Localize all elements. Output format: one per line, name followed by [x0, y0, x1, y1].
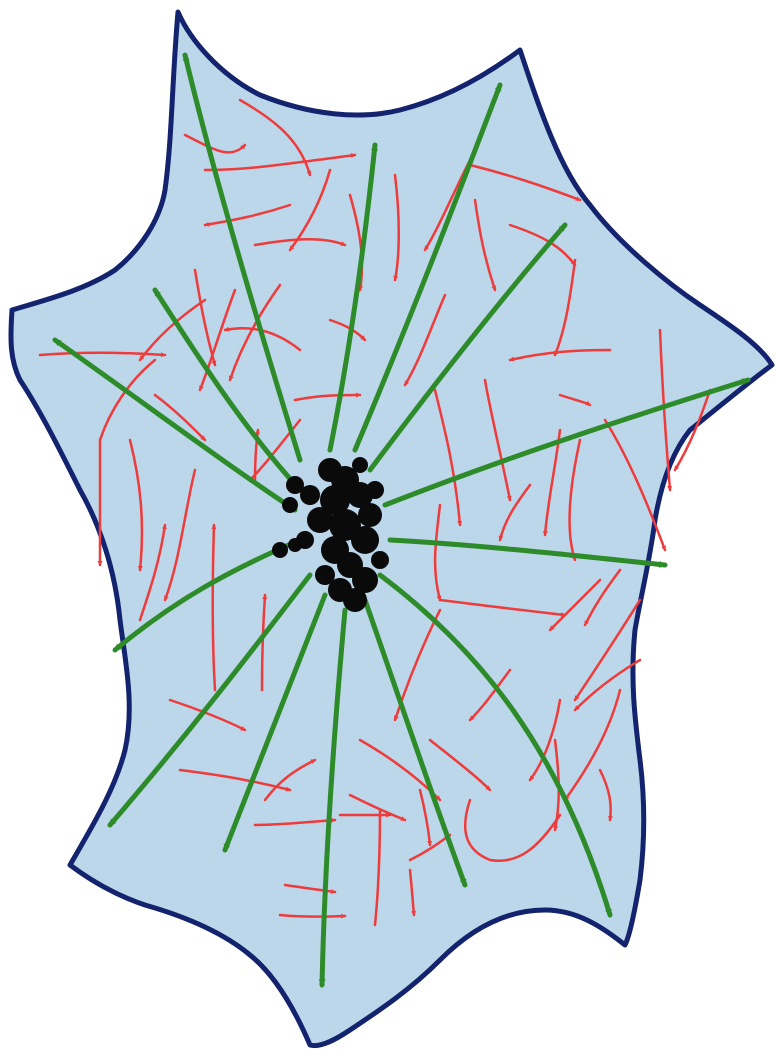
diagram-canvas: [0, 0, 777, 1050]
cell-diagram: [0, 0, 777, 1050]
